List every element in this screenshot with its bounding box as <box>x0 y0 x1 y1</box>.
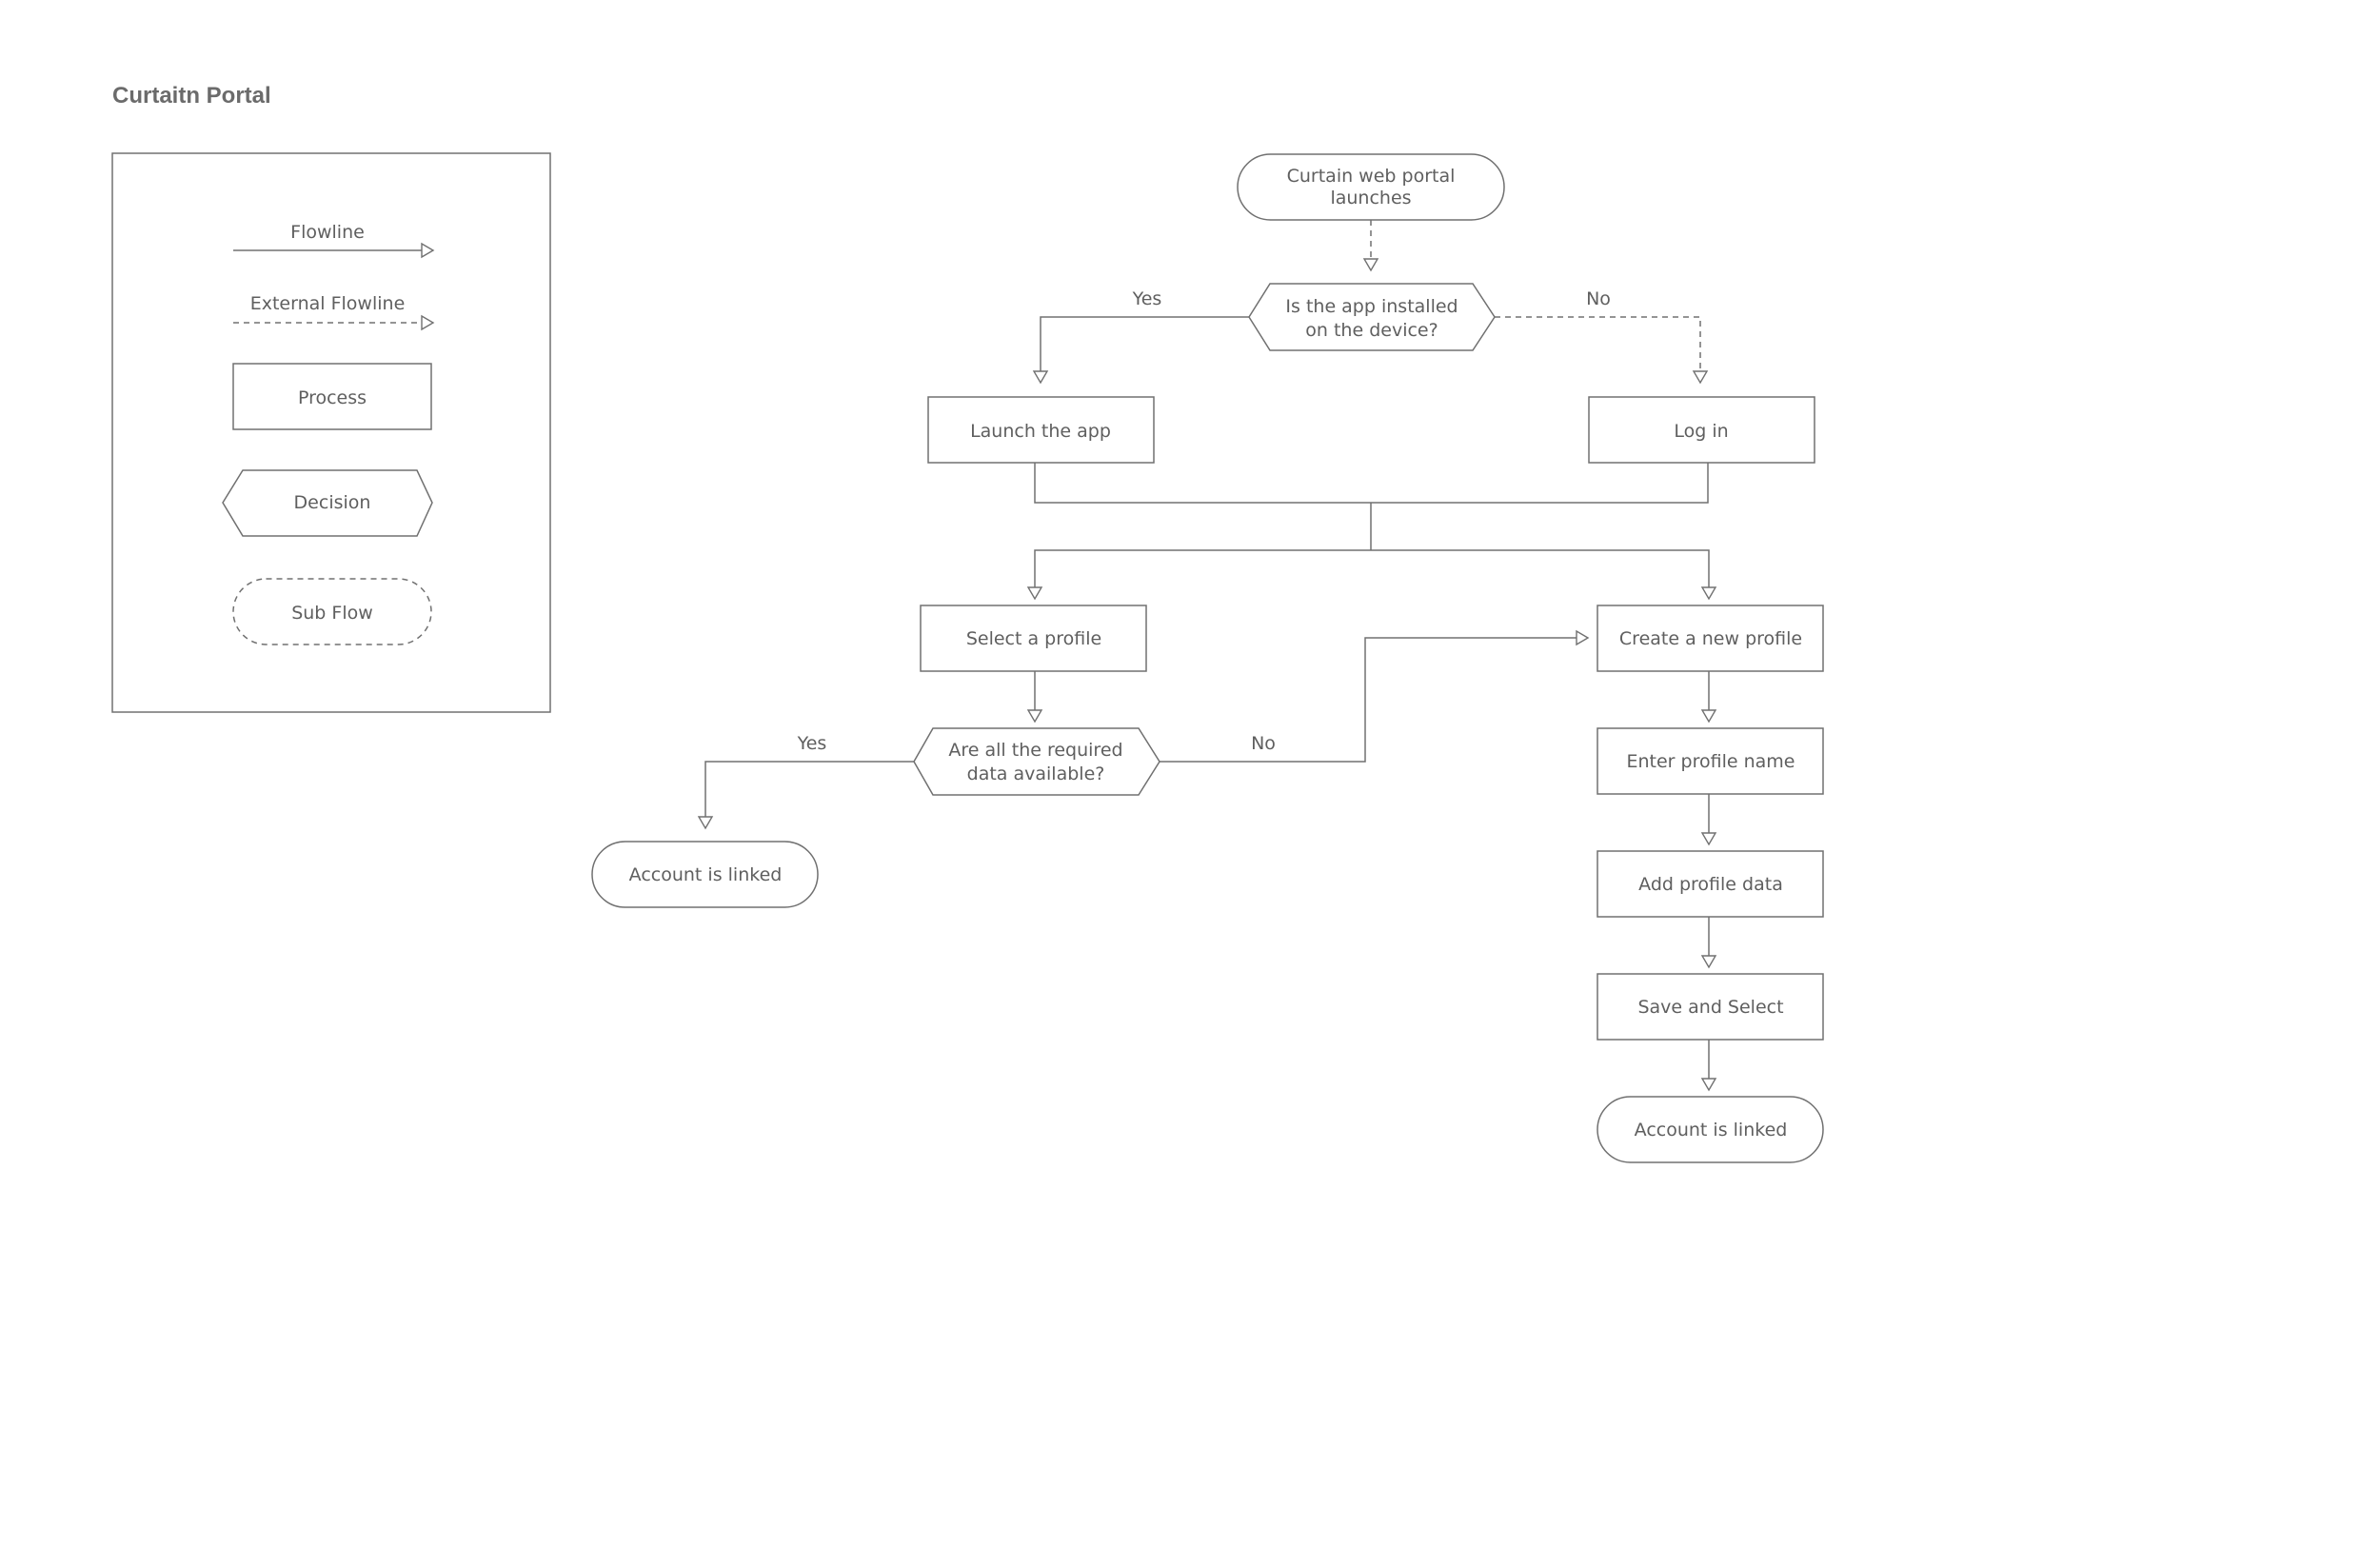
arrow-enter-name <box>1700 709 1717 724</box>
arrow-account-linked-right <box>1700 1078 1717 1092</box>
node-start-line1: Curtain web portal <box>1287 166 1456 187</box>
node-save-select <box>1597 973 1824 1041</box>
node-data-available <box>913 727 1160 796</box>
arrow-account-linked-left <box>697 816 714 830</box>
node-data-available-line1: Are all the required <box>948 740 1122 761</box>
node-enter-name <box>1597 727 1824 795</box>
node-data-available-line2: data available? <box>967 764 1105 784</box>
arrow-data-no-create <box>1576 629 1590 646</box>
edge-label-data-no: No <box>1251 733 1276 754</box>
node-select-profile-label: Select a profile <box>966 628 1101 649</box>
legend-external-flowline-arrow <box>421 314 435 331</box>
arrow-installed <box>1362 258 1379 272</box>
edge-label-data-yes: Yes <box>797 733 827 754</box>
edge-merge <box>1034 463 1709 504</box>
node-create-profile-label: Create a new profile <box>1619 628 1802 649</box>
node-app-installed-line1: Is the app installed <box>1285 296 1458 317</box>
node-account-linked-left <box>591 841 819 908</box>
node-account-linked-left-label: Account is linked <box>629 864 783 885</box>
node-log-in-label: Log in <box>1674 421 1728 442</box>
edge-label-installed-no: No <box>1586 288 1611 309</box>
legend-external-flowline-label: External Flowline <box>250 293 406 314</box>
legend-flowline-label: Flowline <box>290 222 365 243</box>
node-log-in <box>1588 396 1815 464</box>
node-app-installed-line2: on the device? <box>1305 320 1438 341</box>
node-save-select-label: Save and Select <box>1637 997 1783 1018</box>
legend-process-shape <box>232 363 432 430</box>
node-select-profile <box>920 605 1147 672</box>
arrow-log-in <box>1692 370 1709 385</box>
node-create-profile <box>1597 605 1824 672</box>
legend-subflow-shape <box>232 578 432 645</box>
edge-data-no <box>1160 637 1577 763</box>
arrow-add-data <box>1700 832 1717 846</box>
legend-flowline-arrow <box>421 242 435 259</box>
node-enter-name-label: Enter profile name <box>1627 751 1795 772</box>
arrow-data-available <box>1026 709 1043 724</box>
legend-process-label: Process <box>298 387 367 408</box>
arrow-launch-app <box>1032 370 1049 385</box>
arrow-create-profile <box>1700 586 1717 601</box>
edge-data-yes <box>704 761 914 817</box>
node-add-data-label: Add profile data <box>1638 874 1783 895</box>
node-account-linked-right <box>1597 1096 1824 1163</box>
legend-panel: Flowline External Flowline Process Decis… <box>111 152 551 713</box>
node-start <box>1237 153 1505 221</box>
edge-installed-yes <box>1040 316 1249 371</box>
legend-decision-label: Decision <box>294 492 371 513</box>
arrow-select-profile <box>1026 586 1043 601</box>
page-title: Curtaitn Portal <box>112 83 271 109</box>
node-start-line2: launches <box>1330 188 1411 208</box>
node-app-installed <box>1248 283 1496 351</box>
edge-split <box>1034 549 1710 587</box>
legend-decision-shape <box>222 469 433 537</box>
legend-subflow-label: Sub Flow <box>291 603 373 624</box>
connectors: Yes No Yes No <box>697 220 1717 1092</box>
arrow-save-select <box>1700 955 1717 969</box>
nodes: Curtain web portal launches Is the app i… <box>591 153 1824 1163</box>
edge-label-installed-yes: Yes <box>1132 288 1162 309</box>
node-account-linked-right-label: Account is linked <box>1635 1120 1788 1140</box>
edge-installed-no <box>1495 316 1701 371</box>
node-launch-app-label: Launch the app <box>970 421 1111 442</box>
node-launch-app <box>927 396 1155 464</box>
node-add-data <box>1597 850 1824 918</box>
